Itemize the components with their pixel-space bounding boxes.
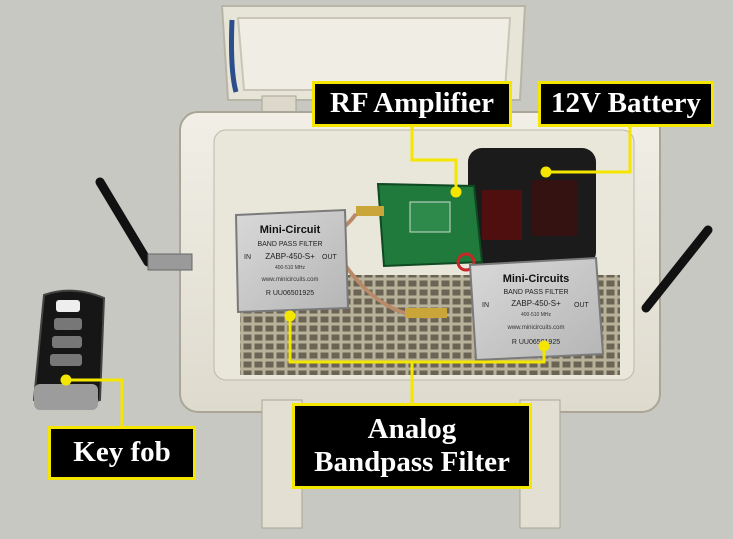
filter-right-out: OUT bbox=[574, 302, 590, 309]
rf-amplifier-label: RF Amplifier bbox=[312, 81, 512, 127]
filter-right-freq: 400-510 MHz bbox=[521, 312, 552, 318]
filter-left-out: OUT bbox=[322, 254, 338, 261]
leader-lines bbox=[60, 127, 632, 426]
battery-label: 12V Battery bbox=[538, 81, 714, 127]
leader-battery-dot bbox=[540, 166, 552, 178]
leader-rf bbox=[410, 127, 458, 190]
filter-left-in: IN bbox=[244, 254, 251, 261]
filter-left-freq: 400-510 MHz bbox=[275, 265, 306, 271]
leader-filter bbox=[288, 318, 546, 364]
filter-left-subtitle: BAND PASS FILTER bbox=[257, 241, 322, 248]
bandpass-filter-label-line1: Analog bbox=[367, 412, 457, 445]
filter-left-model: ZABP-450-S+ bbox=[265, 252, 315, 261]
filter-right-serial: R UU06501925 bbox=[512, 339, 560, 346]
bandpass-filter-right: Mini-Circuits BAND PASS FILTER ZABP-450-… bbox=[468, 256, 605, 362]
bandpass-filter-label: Analog Bandpass Filter bbox=[292, 403, 532, 489]
filter-right-subtitle: BAND PASS FILTER bbox=[503, 289, 568, 296]
leader-filter-left-dot bbox=[284, 310, 296, 322]
key-fob-label: Key fob bbox=[48, 426, 196, 480]
filter-left-serial: R UU06501925 bbox=[266, 290, 314, 297]
sma-connector bbox=[405, 308, 447, 318]
filter-left-brand: Mini-Circuit bbox=[260, 224, 321, 236]
bandpass-filter-label-line2: Bandpass Filter bbox=[314, 446, 510, 478]
bandpass-filter-left: Mini-Circuit BAND PASS FILTER ZABP-450-S… bbox=[234, 208, 350, 314]
filter-right-brand: Mini-Circuits bbox=[503, 273, 570, 285]
leader-rf-dot bbox=[450, 186, 462, 198]
key-fob bbox=[32, 289, 106, 410]
antenna-right bbox=[641, 225, 713, 313]
antenna-left bbox=[95, 177, 193, 271]
filter-right-in: IN bbox=[482, 302, 489, 309]
filter-left-url: www.minicircuits.com bbox=[260, 277, 318, 283]
leader-keyfob-dot bbox=[60, 374, 72, 386]
leader-battery bbox=[548, 127, 632, 174]
leader-keyfob bbox=[66, 378, 124, 426]
battery-pack bbox=[468, 148, 596, 266]
case-lid bbox=[220, 5, 527, 101]
filter-right-url: www.minicircuits.com bbox=[506, 325, 564, 331]
filter-right-model: ZABP-450-S+ bbox=[511, 299, 561, 308]
rf-amplifier-board bbox=[356, 182, 484, 272]
leader-filter-right-dot bbox=[538, 340, 550, 352]
